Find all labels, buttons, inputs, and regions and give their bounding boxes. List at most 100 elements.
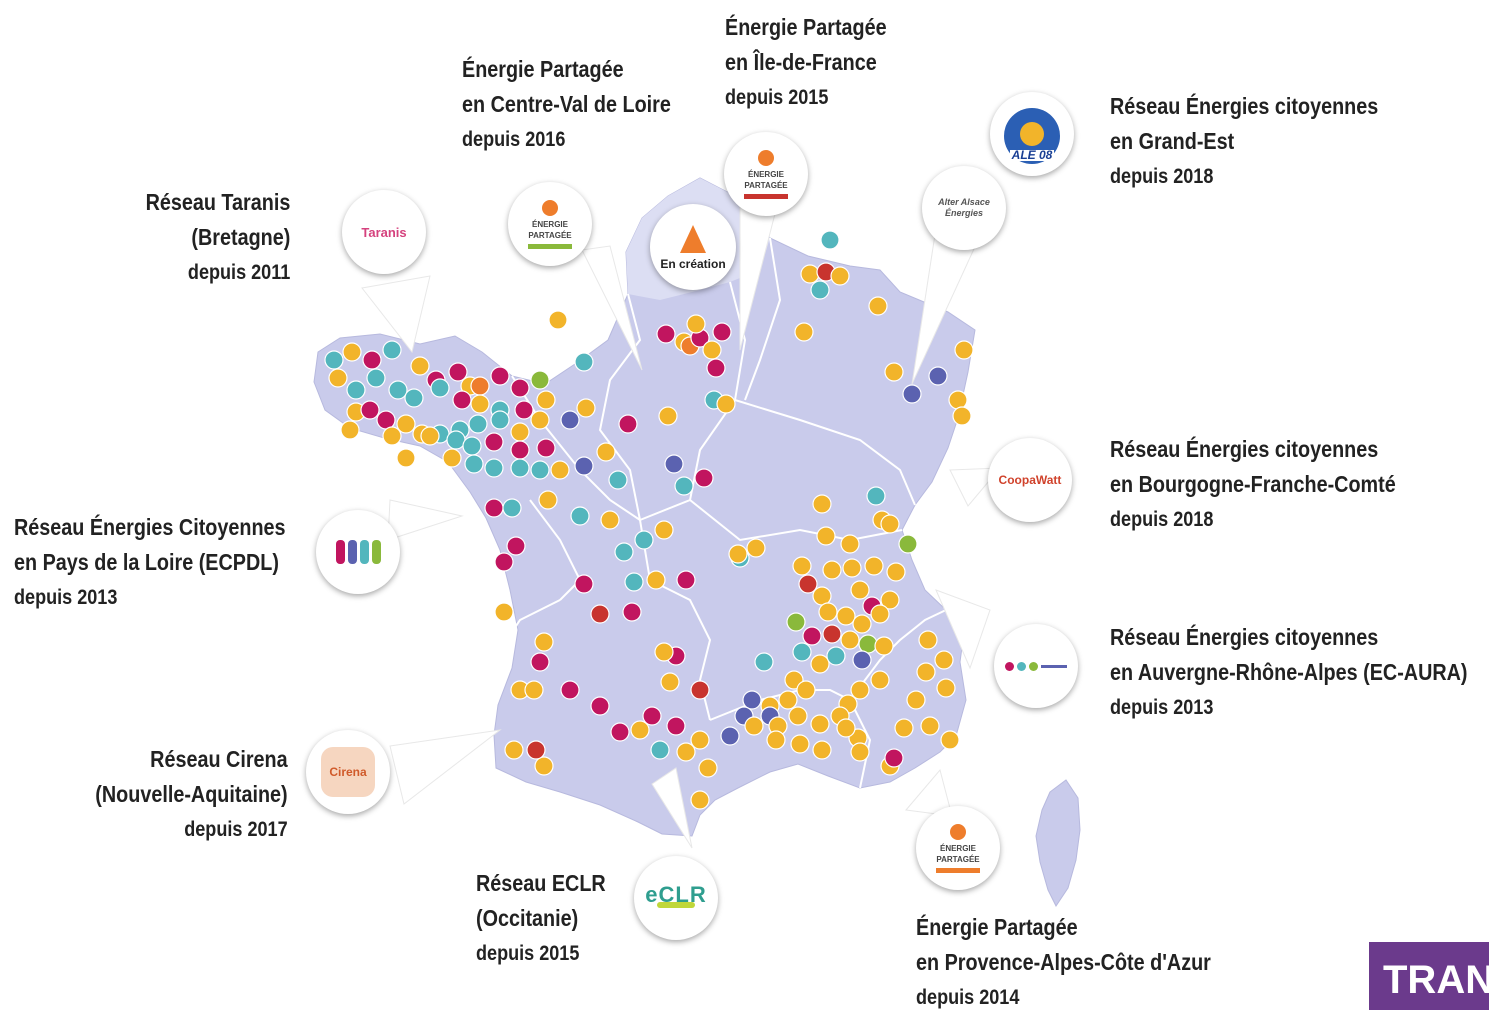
- project-dot: [796, 680, 816, 700]
- project-dot: [446, 430, 466, 450]
- project-dot: [928, 366, 948, 386]
- alter-alsace-bubble[interactable]: Alter Alsace Énergies: [922, 166, 1006, 250]
- label-ecpdl-name: Réseau Énergies Citoyennes: [14, 514, 286, 540]
- eclr-bubble[interactable]: eCLR: [634, 856, 718, 940]
- energie-partagee-drop-icon: [542, 199, 558, 216]
- centre-logo-bubble[interactable]: ÉNERGIE PARTAGÉE: [508, 182, 592, 266]
- cirena-bubble[interactable]: Cirena: [306, 730, 390, 814]
- project-dot: [468, 414, 488, 434]
- project-dot: [548, 310, 568, 330]
- taranis-logo: Taranis: [361, 224, 407, 240]
- label-aura: Réseau Énergies citoyennes en Auvergne-R…: [1110, 620, 1468, 725]
- label-cirena-name: Réseau Cirena: [150, 746, 288, 772]
- project-dot: [490, 366, 510, 386]
- project-dot: [820, 230, 840, 250]
- project-dot: [536, 438, 556, 458]
- label-taranis: Réseau Taranis (Bretagne) depuis 2011: [145, 185, 290, 290]
- project-dot: [918, 630, 938, 650]
- project-dot: [810, 280, 830, 300]
- project-dot: [420, 426, 440, 446]
- label-centre-since: depuis 2016: [462, 128, 566, 151]
- project-dot: [886, 562, 906, 582]
- logo-bar: [657, 901, 695, 908]
- project-dot: [686, 314, 706, 334]
- project-dot: [952, 406, 972, 426]
- label-ecpdl-since: depuis 2013: [14, 586, 118, 609]
- label-paca-name: Énergie Partagée: [916, 914, 1078, 940]
- project-dot: [470, 376, 490, 396]
- label-paca: Énergie Partagée en Provence-Alpes-Côte …: [916, 910, 1211, 1015]
- ale08-bubble[interactable]: ALE 08: [990, 92, 1074, 176]
- project-dot: [842, 558, 862, 578]
- label-paca-since: depuis 2014: [916, 986, 1020, 1009]
- project-dot: [716, 394, 736, 414]
- project-dot: [812, 586, 832, 606]
- project-dot: [790, 734, 810, 754]
- project-dot: [654, 520, 674, 540]
- project-dot: [800, 264, 820, 284]
- paca-logo-bubble[interactable]: ÉNERGIE PARTAGÉE: [916, 806, 1000, 890]
- project-dot: [510, 378, 530, 398]
- project-dot: [786, 612, 806, 632]
- taranis-logo-bubble[interactable]: Taranis: [342, 190, 426, 274]
- project-dot: [382, 340, 402, 360]
- project-dot: [462, 436, 482, 456]
- project-dot: [340, 420, 360, 440]
- label-idf-since: depuis 2015: [725, 86, 829, 109]
- label-bfc: Réseau Énergies citoyennes en Bourgogne-…: [1110, 432, 1396, 537]
- project-dot: [396, 448, 416, 468]
- cirena-logo: Cirena: [329, 764, 367, 779]
- project-dot: [868, 296, 888, 316]
- project-dot: [702, 340, 722, 360]
- sun-icon: [1020, 121, 1044, 146]
- project-dot: [490, 410, 510, 430]
- coopawatt-logo: CoopaWatt: [998, 472, 1062, 487]
- energie-partagee-drop-icon: [950, 823, 966, 840]
- project-dot: [600, 510, 620, 530]
- project-dot: [874, 636, 894, 656]
- project-dot: [666, 716, 686, 736]
- label-idf-region: en Île-de-France: [725, 49, 877, 75]
- project-dot: [754, 652, 774, 672]
- project-dot: [574, 352, 594, 372]
- project-dot: [778, 690, 798, 710]
- label-eclr-region: (Occitanie): [476, 905, 579, 931]
- project-dot: [484, 498, 504, 518]
- project-dot: [590, 604, 610, 624]
- project-dot: [442, 448, 462, 468]
- ec-aura-bubble[interactable]: [994, 624, 1078, 708]
- project-dot: [870, 670, 890, 690]
- project-dot: [742, 690, 762, 710]
- project-dot: [538, 490, 558, 510]
- project-dot: [622, 602, 642, 622]
- ecpdl-bubble[interactable]: [316, 510, 400, 594]
- project-dot: [880, 514, 900, 534]
- label-cirena: Réseau Cirena (Nouvelle-Aquitaine) depui…: [96, 742, 288, 847]
- hdf-bubble[interactable]: En création: [650, 204, 736, 290]
- project-dot: [822, 560, 842, 580]
- label-centre-name: Énergie Partagée: [462, 56, 624, 82]
- label-taranis-region: (Bretagne): [191, 224, 290, 250]
- project-dot: [902, 384, 922, 404]
- centre-logo: ÉNERGIE PARTAGÉE: [528, 219, 572, 240]
- label-eclr-name: Réseau ECLR: [476, 870, 606, 896]
- project-dot: [898, 534, 918, 554]
- project-dot: [524, 680, 544, 700]
- project-dot: [660, 672, 680, 692]
- project-dot: [510, 422, 530, 442]
- label-grand-est-region: en Grand-Est: [1110, 128, 1235, 154]
- project-dot: [936, 678, 956, 698]
- label-eclr-since: depuis 2015: [476, 942, 580, 965]
- project-dot: [802, 626, 822, 646]
- label-centre-region: en Centre-Val de Loire: [462, 91, 671, 117]
- coopawatt-bubble[interactable]: CoopaWatt: [988, 438, 1072, 522]
- project-dot: [484, 432, 504, 452]
- idf-logo-bubble[interactable]: ÉNERGIE PARTAGÉE: [724, 132, 808, 216]
- label-idf-name: Énergie Partagée: [725, 14, 887, 40]
- project-dot: [362, 350, 382, 370]
- project-dot: [728, 544, 748, 564]
- project-dot: [906, 690, 926, 710]
- project-dot: [506, 536, 526, 556]
- project-dot: [792, 556, 812, 576]
- project-dot: [464, 454, 484, 474]
